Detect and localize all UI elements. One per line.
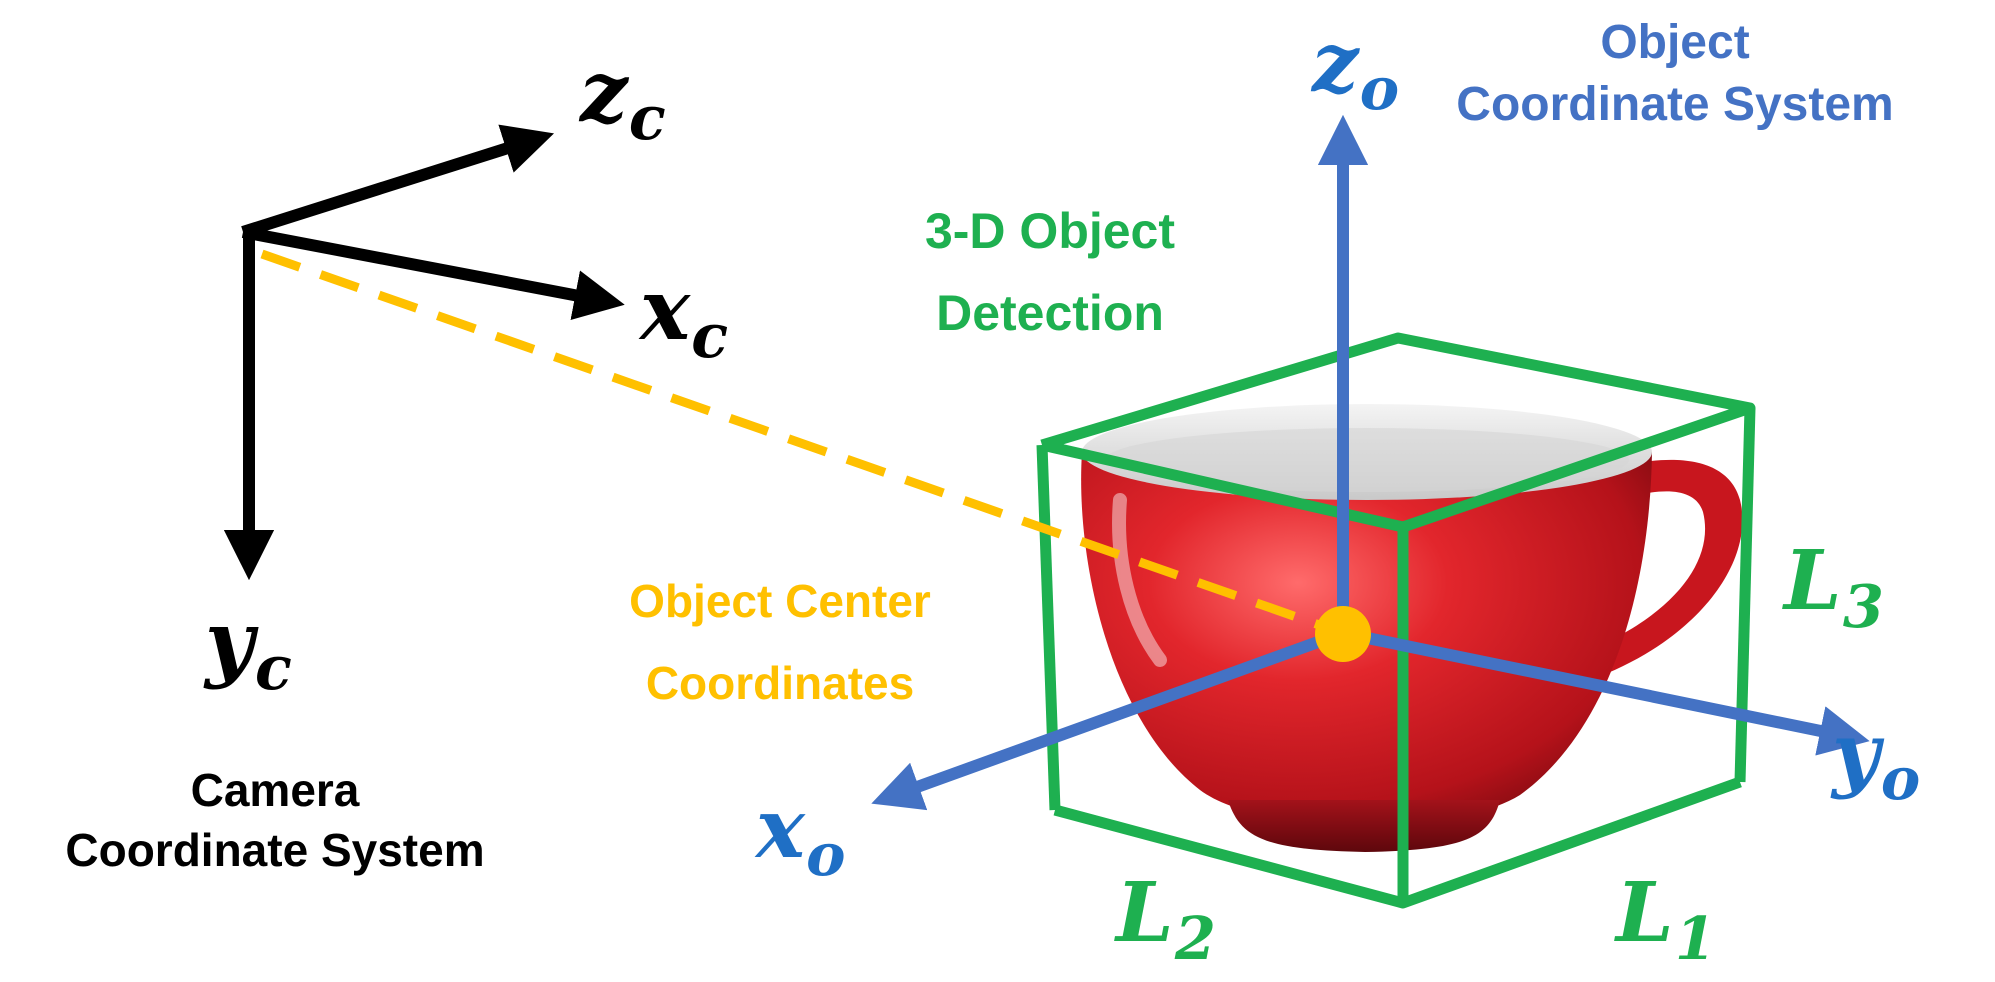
- camera-x-axis: [241, 226, 625, 321]
- camera-z-axis: [241, 124, 555, 238]
- detection-label-line2: Detection: [936, 285, 1164, 341]
- camera-y-symbol: yc: [205, 592, 292, 705]
- camera-z-symbol: zc: [580, 42, 666, 155]
- bbox-bottom-edges: [1053, 776, 1742, 909]
- center-label-line2: Coordinates: [645, 657, 915, 709]
- object-system-label: Object Coordinate System: [1410, 12, 1940, 136]
- object-label-line1: Object: [1600, 16, 1750, 69]
- detection-label: 3-D Object Detection: [840, 190, 1260, 354]
- bbox-edge-right: [1734, 407, 1756, 783]
- dimension-l3-symbol: L3: [1784, 533, 1884, 641]
- center-ray: [260, 249, 1347, 639]
- cup-rim-inner-shadow: [1105, 428, 1629, 492]
- dimension-l2-symbol: L2: [1116, 865, 1216, 973]
- object-y-symbol: yo: [1832, 705, 1921, 813]
- object-z-symbol: zo: [1312, 15, 1400, 123]
- object-x-axis: [871, 627, 1346, 811]
- object-label-line2: Coordinate System: [1456, 78, 1894, 131]
- object-y-axis: [1341, 627, 1870, 756]
- center-label: Object Center Coordinates: [520, 560, 1040, 724]
- camera-label-line2: Coordinate System: [65, 824, 485, 876]
- dimension-l1-symbol: L1: [1616, 865, 1716, 973]
- camera-axes: [223, 124, 625, 581]
- detection-label-line1: 3-D Object: [924, 203, 1176, 259]
- camera-x-symbol: xc: [640, 260, 729, 373]
- object-center-dot: [1315, 606, 1371, 662]
- camera-label-line1: Camera: [190, 764, 360, 816]
- object-x-symbol: xo: [756, 781, 846, 889]
- camera-system-label: Camera Coordinate System: [0, 760, 550, 880]
- bbox-edge-front-left: [1036, 444, 1061, 811]
- center-label-line1: Object Center: [629, 575, 931, 627]
- cup-foot: [1228, 800, 1500, 852]
- object-axes: [871, 114, 1870, 811]
- cup-highlight: [1112, 493, 1167, 667]
